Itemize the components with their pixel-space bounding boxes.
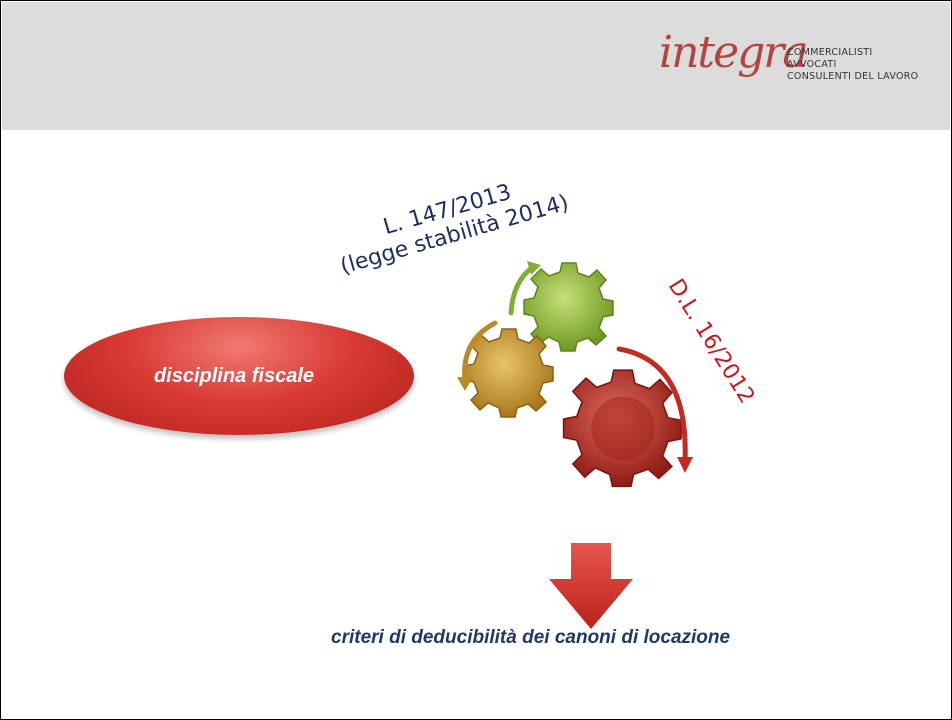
gears-cycle-icon xyxy=(457,261,693,488)
logo-line-2: AVVOCATI xyxy=(787,59,837,70)
gold-gear xyxy=(463,328,554,418)
arrow-down-icon xyxy=(549,543,633,629)
disciplina-fiscale-pill: disciplina fiscale xyxy=(64,317,414,435)
logo-line-1: COMMERCIALISTI xyxy=(787,47,873,58)
red-curved-arrow xyxy=(616,346,693,473)
header-band xyxy=(2,2,950,130)
footer-caption: criteri di deducibilità dei canoni di lo… xyxy=(331,627,731,648)
green-gear xyxy=(523,262,614,352)
logo-tagline: COMMERCIALISTI AVVOCATI CONSULENTI DEL L… xyxy=(787,47,918,83)
logo-line-3: CONSULENTI DEL LAVORO xyxy=(787,71,919,82)
gold-curved-arrow xyxy=(457,320,498,391)
green-curved-arrow xyxy=(508,261,541,316)
logo-script: integra xyxy=(659,27,809,78)
integra-logo: integra COMMERCIALISTI AVVOCATI CONSULEN… xyxy=(659,27,949,107)
pill-label: disciplina fiscale xyxy=(153,364,315,387)
red-gear xyxy=(562,369,682,488)
